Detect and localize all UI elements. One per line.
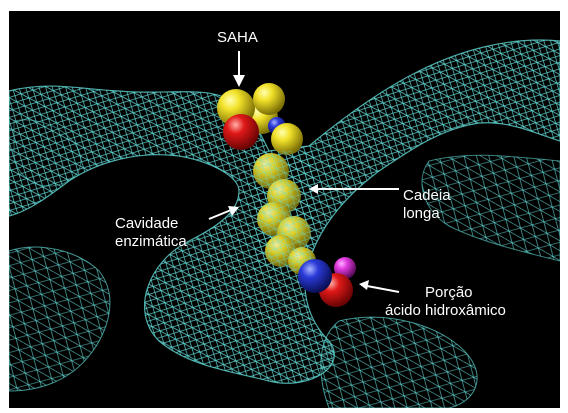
- hydroxamic-moiety-label-line2: ácido hidroxâmico: [385, 302, 506, 320]
- molecular-image: SAHA Cadeia longa Cavidade enzimática Po…: [9, 11, 560, 408]
- hydroxamic-moiety-label: Porção ácido hidroxâmico: [385, 284, 506, 320]
- down-arrow-icon: [233, 51, 245, 87]
- saha-label: SAHA: [217, 29, 258, 47]
- long-chain: [253, 151, 316, 275]
- long-chain-label-line2: longa: [403, 205, 451, 223]
- enzymatic-cavity-label-line1: Cavidade: [115, 215, 187, 233]
- long-chain-label-line1: Cadeia: [403, 187, 451, 205]
- long-chain-label: Cadeia longa: [403, 187, 451, 223]
- enzymatic-cavity-label: Cavidade enzimática: [115, 215, 187, 251]
- hydroxamic-moiety-label-line1: Porção: [385, 284, 506, 302]
- enzymatic-cavity-label-line2: enzimática: [115, 233, 187, 251]
- scene: [9, 11, 560, 408]
